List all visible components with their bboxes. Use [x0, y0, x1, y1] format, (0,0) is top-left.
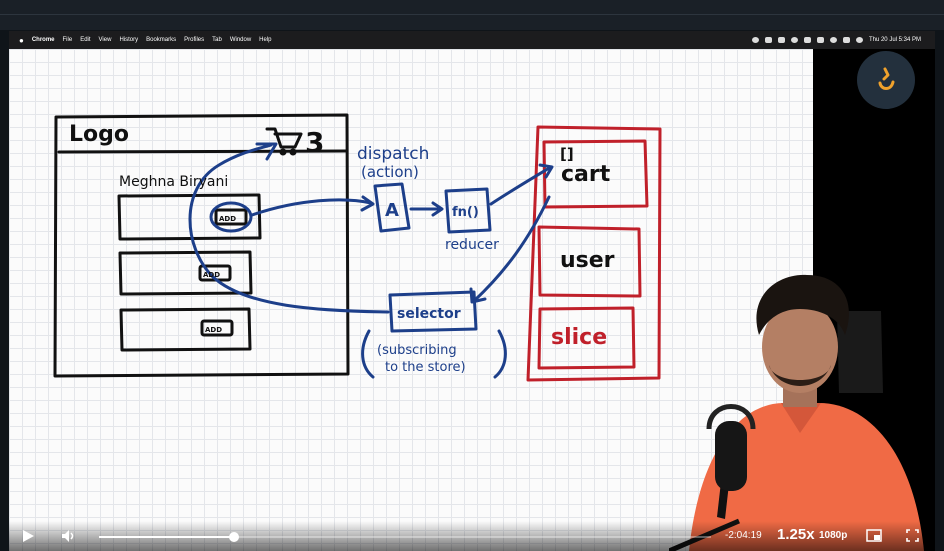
action-label: (action)	[361, 163, 419, 181]
arrowhead-icon	[360, 195, 375, 212]
cart-wheel-icon	[279, 148, 287, 156]
user-slice-box	[537, 225, 642, 298]
search-icon	[829, 37, 837, 43]
selector-box-label: selector	[397, 306, 461, 322]
add-button-circle	[209, 201, 253, 233]
action-box-label: A	[385, 200, 399, 221]
menu-item-row	[118, 250, 253, 296]
subscribe-label-line1: (subscribing	[377, 343, 457, 358]
fullscreen-icon[interactable]	[906, 529, 919, 542]
reducer-box	[444, 187, 492, 234]
restaurant-name: Meghna Biryani	[119, 174, 228, 190]
player-controls: -2:04:19 1.25x 1080p	[9, 521, 935, 551]
arrowhead-icon	[255, 142, 278, 161]
beard	[769, 365, 831, 386]
menu-view: View	[98, 37, 112, 43]
selector-box	[388, 290, 478, 333]
quality-button[interactable]: 1080p	[819, 530, 848, 541]
seek-progress	[99, 536, 234, 538]
cart-slice-icon-text: []	[560, 145, 574, 163]
control-center-icon	[842, 37, 850, 43]
action-box	[373, 182, 411, 233]
add-button-sketch	[214, 208, 248, 226]
time-remaining: -2:04:19	[725, 530, 762, 541]
cart-icon	[265, 127, 303, 149]
shirt	[689, 403, 924, 551]
record-icon	[751, 37, 759, 43]
presenter-webcam	[668, 253, 935, 551]
menu-file: File	[62, 37, 73, 43]
browser-top-strip	[0, 0, 944, 30]
store-to-selector-arrow	[472, 195, 551, 303]
siri-icon	[855, 37, 863, 43]
arrowhead-icon	[538, 163, 554, 179]
bluetooth-icon	[777, 37, 785, 43]
site-logo-text: Logo	[69, 122, 129, 147]
whiteboard: Logo 3 Meghna Biryani ADD ADD ADD dispat…	[9, 49, 813, 551]
menu-bookmarks: Bookmarks	[146, 37, 177, 43]
display-icon	[764, 37, 772, 43]
menu-item-row	[117, 193, 262, 241]
shirt-collar	[781, 403, 821, 433]
playback-speed-button[interactable]: 1.25x	[777, 526, 815, 543]
battery-icon	[803, 37, 811, 43]
redux-store-outline	[526, 125, 662, 382]
chair-back	[837, 311, 883, 393]
logo-glyph-icon	[878, 67, 895, 90]
mic-shock-mount	[706, 404, 756, 430]
dispatch-label: dispatch	[357, 144, 429, 164]
app-window-outline	[53, 113, 350, 378]
add-label: ADD	[219, 215, 236, 223]
menu-history: History	[119, 37, 139, 43]
whiteboard-drawing: Logo 3 Meghna Biryani ADD ADD ADD dispat…	[53, 113, 662, 382]
user-slice-label: user	[560, 248, 615, 273]
mac-menubar: ● Chrome File Edit View History Bookmark…	[9, 31, 935, 49]
menu-tab: Tab	[212, 37, 222, 43]
reducer-label: reducer	[445, 237, 499, 253]
menu-item-row	[119, 307, 252, 352]
add-label: ADD	[205, 326, 222, 334]
app-header-divider	[57, 149, 348, 154]
reducer-to-store-arrow	[489, 165, 553, 206]
play-status-icon	[790, 37, 798, 43]
subscribe-right-paren	[493, 329, 507, 379]
menu-window: Window	[229, 37, 252, 43]
add-label: ADD	[203, 271, 220, 279]
subscribe-label-line2: to the store)	[385, 360, 466, 375]
arrowhead-icon	[431, 201, 444, 217]
wifi-icon	[816, 37, 824, 43]
menu-profiles: Profiles	[184, 37, 205, 43]
apple-icon: ●	[19, 35, 24, 45]
play-icon[interactable]	[21, 529, 35, 543]
menu-help: Help	[259, 37, 272, 43]
menu-edit: Edit	[80, 37, 91, 43]
picture-in-picture-icon[interactable]	[866, 529, 882, 542]
subscribe-left-paren	[361, 329, 375, 379]
cart-slice-box	[542, 139, 649, 209]
seek-bar[interactable]	[99, 532, 711, 542]
generic-slice-label: slice	[551, 325, 607, 350]
menubar-status-area: Thu 20 Jul 5:34 PM	[751, 31, 921, 49]
menubar-clock: Thu 20 Jul 5:34 PM	[868, 37, 921, 43]
seek-handle[interactable]	[228, 532, 239, 542]
cart-wheel-icon	[289, 148, 297, 156]
generic-slice-box	[537, 306, 636, 370]
reducer-box-label: fn()	[452, 205, 479, 220]
selector-to-cart-arrow	[188, 143, 390, 314]
face	[762, 301, 838, 393]
presenter-figure	[668, 274, 924, 551]
channel-logo	[857, 51, 915, 109]
add-button-sketch	[200, 319, 234, 337]
video-player[interactable]: ● Chrome File Edit View History Bookmark…	[9, 31, 935, 551]
cart-slice-label: cart	[561, 162, 611, 187]
dispatch-arrow	[250, 198, 373, 217]
arrowhead-icon	[469, 287, 487, 304]
volume-icon[interactable]	[61, 529, 77, 543]
cart-count: 3	[305, 126, 324, 159]
hair	[756, 274, 849, 335]
microphone	[715, 421, 747, 491]
menu-app-name: Chrome	[31, 37, 55, 43]
